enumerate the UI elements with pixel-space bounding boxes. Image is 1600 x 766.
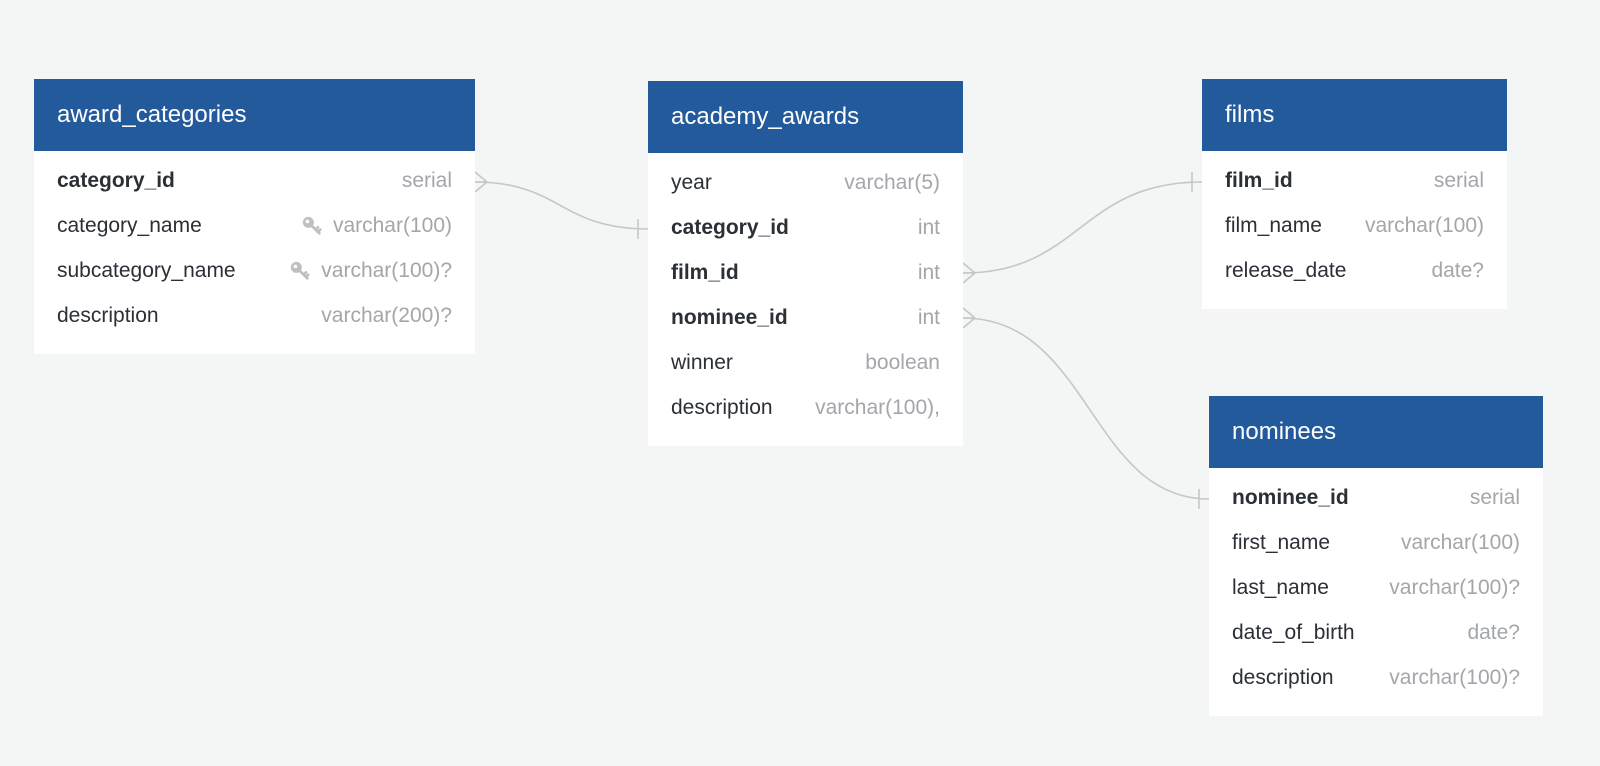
relationship-line-category	[474, 181, 649, 230]
field-name: nominee_id	[1232, 486, 1349, 509]
field-type-cell: int	[918, 301, 940, 335]
field-row-last-name[interactable]: last_name varchar(100)?	[1209, 571, 1543, 616]
field-name: year	[671, 171, 712, 194]
field-row-release-date[interactable]: release_date date?	[1202, 254, 1507, 299]
field-name: description	[1232, 666, 1334, 689]
field-type-cell: serial	[402, 164, 452, 198]
crowfoot-many-marker	[474, 171, 488, 193]
table-academy-awards[interactable]: academy_awards year varchar(5) category_id…	[648, 81, 963, 446]
field-name: category_name	[57, 214, 202, 237]
field-row-description[interactable]: description varchar(200)?	[34, 299, 475, 344]
relationship-line-nominee	[962, 317, 1210, 500]
table-fields: nominee_id serial first_name varchar(100) la…	[1209, 468, 1543, 716]
table-header[interactable]: academy_awards	[648, 81, 963, 153]
field-type-cell: date?	[1431, 254, 1484, 288]
field-name: film_id	[671, 261, 739, 284]
field-name: category_id	[671, 216, 789, 239]
field-row-subcategory-name[interactable]: subcategory_name varchar(100)?	[34, 254, 475, 299]
field-type: varchar(5)	[844, 171, 940, 194]
field-row-category-id[interactable]: category_id int	[648, 211, 963, 256]
table-fields: category_id serial category_name varchar(10…	[34, 151, 475, 354]
field-name: last_name	[1232, 576, 1329, 599]
field-row-category-id[interactable]: category_id serial	[34, 164, 475, 209]
field-name: nominee_id	[671, 306, 788, 329]
field-type: varchar(200)?	[321, 304, 452, 327]
field-type-cell: int	[918, 256, 940, 290]
field-name: description	[57, 304, 159, 327]
relationship-line-film	[962, 181, 1203, 274]
key-icon	[302, 216, 322, 235]
field-type-cell: varchar(100)	[301, 209, 452, 243]
field-name: subcategory_name	[57, 259, 236, 282]
field-row-year[interactable]: year varchar(5)	[648, 166, 963, 211]
table-header[interactable]: films	[1202, 79, 1507, 151]
field-type-cell: varchar(5)	[844, 166, 940, 200]
field-row-film-name[interactable]: film_name varchar(100)	[1202, 209, 1507, 254]
field-type-cell: varchar(100)	[1401, 526, 1520, 560]
crowfoot-many-marker	[962, 262, 976, 284]
field-type-cell: varchar(100)?	[1389, 571, 1520, 605]
field-row-winner[interactable]: winner boolean	[648, 346, 963, 391]
field-row-description[interactable]: description varchar(100),	[648, 391, 963, 436]
field-row-nominee-id[interactable]: nominee_id int	[648, 301, 963, 346]
field-row-film-id[interactable]: film_id int	[648, 256, 963, 301]
field-type: int	[917, 216, 940, 239]
field-row-film-id[interactable]: film_id serial	[1202, 164, 1507, 209]
field-type: serial	[401, 169, 452, 192]
field-type-cell: serial	[1470, 481, 1520, 515]
field-row-first-name[interactable]: first_name varchar(100)	[1209, 526, 1543, 571]
field-name: category_id	[57, 169, 175, 192]
field-type: varchar(100)	[332, 214, 452, 237]
field-type: date?	[1467, 621, 1520, 644]
table-films[interactable]: films film_id serial film_name varchar(100)…	[1202, 79, 1507, 309]
field-type-cell: serial	[1434, 164, 1484, 198]
field-name: first_name	[1232, 531, 1331, 554]
field-type: int	[917, 261, 940, 284]
crowfoot-many-marker	[962, 307, 976, 329]
field-type-cell: int	[918, 211, 940, 245]
field-type: varchar(100)	[1400, 531, 1520, 554]
field-type: varchar(100)?	[1389, 576, 1520, 599]
field-type: varchar(100),	[815, 396, 940, 419]
field-type: varchar(100)	[1364, 214, 1484, 237]
field-type-cell: varchar(100),	[815, 391, 940, 425]
field-name: description	[671, 396, 773, 419]
field-row-description[interactable]: description varchar(100)?	[1209, 661, 1543, 706]
field-row-nominee-id[interactable]: nominee_id serial	[1209, 481, 1543, 526]
table-header[interactable]: award_categories	[34, 79, 475, 151]
table-fields: film_id serial film_name varchar(100) releas…	[1202, 151, 1507, 309]
field-type-cell: boolean	[865, 346, 940, 380]
field-row-date-of-birth[interactable]: date_of_birth date?	[1209, 616, 1543, 661]
field-name: film_id	[1225, 169, 1293, 192]
field-type: int	[917, 306, 940, 329]
field-type: varchar(100)?	[321, 259, 452, 282]
field-type-cell: varchar(200)?	[321, 299, 452, 333]
field-name: winner	[671, 351, 733, 374]
field-name: release_date	[1225, 259, 1347, 282]
field-name: date_of_birth	[1232, 621, 1355, 644]
field-type-cell: varchar(100)	[1365, 209, 1484, 243]
field-name: film_name	[1225, 214, 1322, 237]
field-type-cell: varchar(100)?	[1389, 661, 1520, 695]
field-type: serial	[1433, 169, 1484, 192]
table-header[interactable]: nominees	[1209, 396, 1543, 468]
field-row-category-name[interactable]: category_name varchar(100)	[34, 209, 475, 254]
field-type: varchar(100)?	[1389, 666, 1520, 689]
field-type-cell: varchar(100)?	[289, 254, 452, 288]
key-icon	[291, 261, 310, 280]
field-type: boolean	[865, 351, 940, 374]
field-type-cell: date?	[1467, 616, 1520, 650]
field-type: serial	[1469, 486, 1520, 509]
field-type: date?	[1431, 259, 1484, 282]
